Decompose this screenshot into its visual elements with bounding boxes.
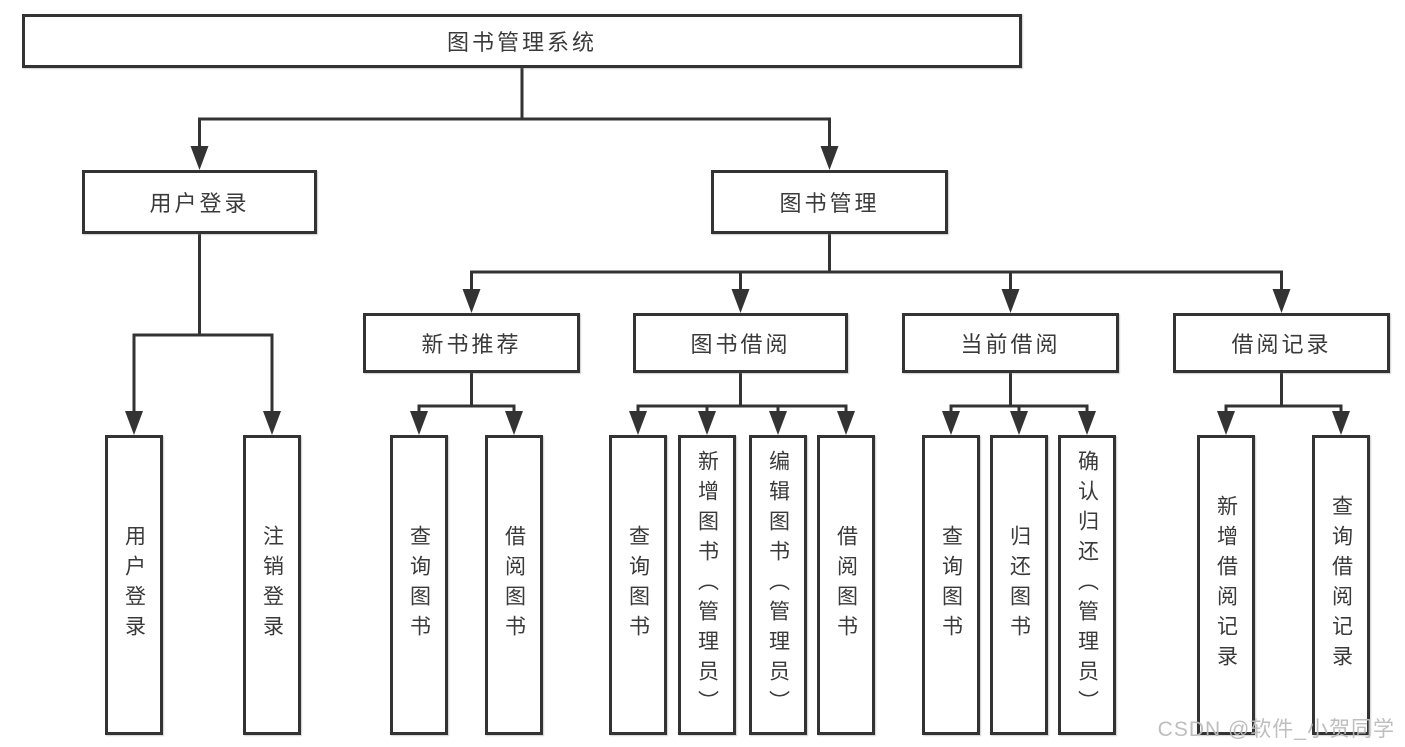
node-borrowing-records-label: 借阅记录 <box>1231 332 1332 357</box>
leaf-borrow-books-recommend-label: 借阅图书 <box>502 525 526 645</box>
leaf-query-books-borrowing-label: 查询图书 <box>626 525 650 645</box>
leaf-query-books-current-label: 查询图书 <box>939 525 963 645</box>
node-new-book-recommend-label: 新书推荐 <box>421 332 522 357</box>
leaf-edit-books-admin-label: 编辑图书（管理员） <box>766 450 790 720</box>
leaf-logout: 注销登录 <box>243 435 301 735</box>
node-user-login-label: 用户登录 <box>149 191 250 216</box>
leaf-borrow-books-recommend: 借阅图书 <box>485 435 543 735</box>
connector-paths <box>132 66 1343 415</box>
leaf-add-books-admin: 新增图书（管理员） <box>678 435 736 735</box>
leaf-query-books-recommend-label: 查询图书 <box>407 525 431 645</box>
leaf-confirm-return-admin-label: 确认归还（管理员） <box>1075 450 1099 720</box>
node-current-borrowing-label: 当前借阅 <box>960 332 1061 357</box>
leaf-user-login-label: 用户登录 <box>122 525 146 645</box>
leaf-query-books-recommend: 查询图书 <box>390 435 448 735</box>
leaf-query-borrow-record-label: 查询借阅记录 <box>1329 495 1353 675</box>
leaf-query-borrow-record: 查询借阅记录 <box>1312 435 1370 735</box>
leaf-borrow-books-borrowing: 借阅图书 <box>817 435 875 735</box>
node-new-book-recommend: 新书推荐 <box>363 313 580 373</box>
node-book-borrowing: 图书借阅 <box>633 313 848 373</box>
leaf-borrow-books-borrowing-label: 借阅图书 <box>834 525 858 645</box>
leaf-query-books-current: 查询图书 <box>922 435 980 735</box>
node-book-management-label: 图书管理 <box>779 191 880 216</box>
leaf-logout-label: 注销登录 <box>260 525 284 645</box>
leaf-add-books-admin-label: 新增图书（管理员） <box>695 450 719 720</box>
leaf-return-books: 归还图书 <box>990 435 1048 735</box>
node-current-borrowing: 当前借阅 <box>902 313 1119 373</box>
leaf-add-borrow-record-label: 新增借阅记录 <box>1214 495 1238 675</box>
node-root-label: 图书管理系统 <box>446 30 597 55</box>
node-root-book-management-system: 图书管理系统 <box>22 14 1022 68</box>
node-borrowing-records: 借阅记录 <box>1173 313 1390 373</box>
node-user-login: 用户登录 <box>82 170 317 234</box>
leaf-return-books-label: 归还图书 <box>1007 525 1031 645</box>
leaf-edit-books-admin: 编辑图书（管理员） <box>749 435 807 735</box>
arrowheads <box>125 146 1350 435</box>
leaf-query-books-borrowing: 查询图书 <box>609 435 667 735</box>
leaf-user-login: 用户登录 <box>105 435 163 735</box>
csdn-watermark: CSDN @软件_小贺同学 <box>1157 718 1395 741</box>
node-book-borrowing-label: 图书借阅 <box>690 332 791 357</box>
leaf-confirm-return-admin: 确认归还（管理员） <box>1058 435 1116 735</box>
node-book-management: 图书管理 <box>711 170 948 234</box>
leaf-add-borrow-record: 新增借阅记录 <box>1197 435 1255 735</box>
